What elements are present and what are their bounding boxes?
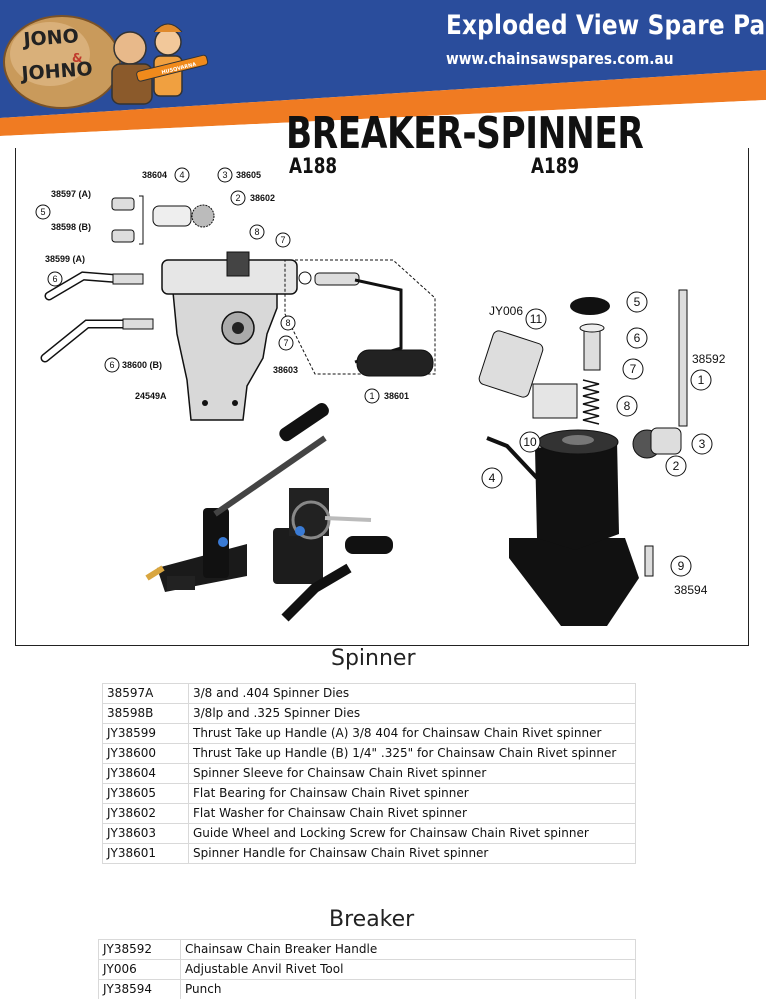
part-description: Guide Wheel and Locking Screw for Chains… [188,823,636,844]
page-header: Exploded View Spare Parts www.chainsawsp… [0,0,766,140]
label-38604: 38604 [142,170,167,180]
part-code: 38597A [102,683,189,704]
label-38594: 38594 [674,583,708,597]
svg-text:7: 7 [630,362,637,376]
svg-text:2: 2 [235,193,240,203]
diagram-frame [15,148,749,646]
label-38599: 38599 (A) [45,254,85,264]
svg-text:8: 8 [624,399,631,413]
spinner-heading: Spinner [331,646,416,671]
spinner-product-photo [145,403,393,622]
label-38602: 38602 [250,193,275,203]
svg-text:6: 6 [52,274,57,284]
part-code: JY38592 [98,939,181,960]
svg-text:JONO: JONO [21,25,80,51]
part-code: JY38600 [102,743,189,764]
svg-text:8: 8 [254,227,259,237]
part-description: Thrust Take up Handle (A) 3/8 404 for Ch… [188,723,636,744]
svg-text:JOHNO: JOHNO [19,58,94,85]
part-code: JY38603 [102,823,189,844]
model-left: A188 [289,154,338,178]
svg-text:1: 1 [369,391,374,401]
header-title: Exploded View Spare Parts [446,10,766,41]
part-description: Chainsaw Chain Breaker Handle [180,939,636,960]
part-code: JY38604 [102,763,189,784]
svg-text:4: 4 [489,471,496,485]
breaker-heading: Breaker [329,907,415,932]
part-description: 3/8 and .404 Spinner Dies [188,683,636,704]
part-code: JY38594 [98,979,181,999]
part-description: Flat Washer for Chainsaw Chain Rivet spi… [188,803,636,824]
svg-text:2: 2 [673,459,680,473]
model-right: A189 [531,154,580,178]
part-description: 3/8lp and .325 Spinner Dies [188,703,636,724]
svg-text:6: 6 [109,360,114,370]
svg-text:3: 3 [222,170,227,180]
part-code: JY38599 [102,723,189,744]
part-description: Adjustable Anvil Rivet Tool [180,959,636,980]
svg-text:9: 9 [678,559,685,573]
breaker-exploded-view [478,289,688,626]
svg-text:5: 5 [634,295,641,309]
header-url[interactable]: www.chainsawspares.com.au [446,49,674,68]
page-title: BREAKER-SPINNER [286,108,644,159]
svg-text:6: 6 [634,331,641,345]
label-38597: 38597 (A) [51,189,91,199]
part-description: Punch [180,979,636,999]
svg-text:5: 5 [40,207,45,217]
part-code: JY38601 [102,843,189,864]
svg-text:10: 10 [523,435,537,449]
part-code: JY006 [98,959,181,980]
svg-text:7: 7 [280,235,285,245]
label-38592: 38592 [692,352,726,366]
label-38603: 38603 [273,365,298,375]
label-38598: 38598 (B) [51,222,91,232]
svg-text:&: & [72,51,82,65]
svg-text:7: 7 [283,338,288,348]
header-banner [0,0,766,140]
part-code: JY38602 [102,803,189,824]
part-description: Spinner Sleeve for Chainsaw Chain Rivet … [188,763,636,784]
jono-johno-logo: JONO & JOHNO HUSQVARNA [2,4,222,110]
svg-text:8: 8 [285,318,290,328]
label-jy006: JY006 [489,304,523,318]
svg-text:1: 1 [698,373,705,387]
part-description: Spinner Handle for Chainsaw Chain Rivet … [188,843,636,864]
svg-text:11: 11 [530,312,543,326]
part-code: 38598B [102,703,189,724]
part-code: JY38605 [102,783,189,804]
spinner-exploded-view [40,195,436,421]
label-38601: 38601 [384,391,409,401]
label-24549: 24549A [135,391,167,401]
svg-text:4: 4 [179,170,184,180]
svg-text:3: 3 [699,437,706,451]
part-description: Thrust Take up Handle (B) 1/4" .325" for… [188,743,636,764]
exploded-diagram: 38604 4 3 38605 2 38602 38597 (A) 5 3859… [35,167,726,626]
part-description: Flat Bearing for Chainsaw Chain Rivet sp… [188,783,636,804]
label-38600: 38600 (B) [122,360,162,370]
label-38605: 38605 [236,170,261,180]
